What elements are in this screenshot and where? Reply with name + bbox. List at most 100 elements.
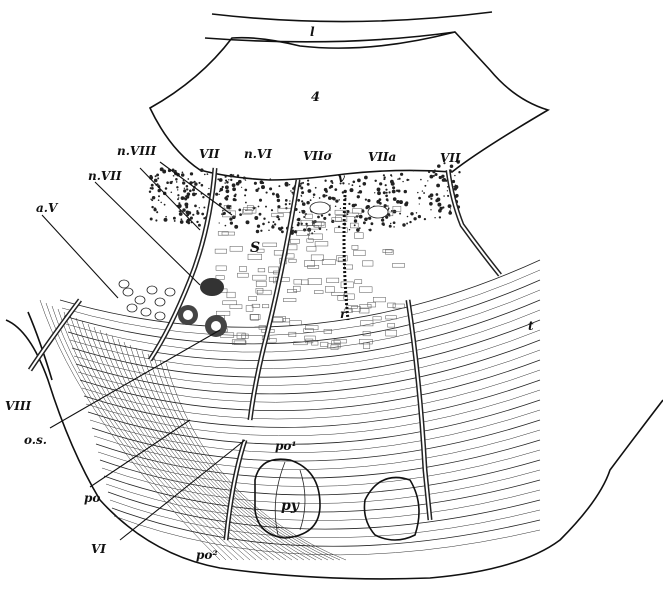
reticular-cell bbox=[308, 279, 322, 285]
reticular-cell bbox=[355, 280, 362, 284]
root-cell bbox=[119, 280, 129, 288]
reticular-cell bbox=[351, 306, 360, 311]
label-vii-alpha: VIIσ bbox=[303, 149, 333, 163]
reticular-cell bbox=[314, 291, 323, 294]
reticular-cell bbox=[388, 303, 396, 307]
reticular-cell bbox=[355, 233, 364, 239]
reticular-cell bbox=[315, 242, 328, 246]
reticular-cell bbox=[290, 321, 302, 326]
reticular-cell bbox=[386, 330, 397, 336]
root-cell bbox=[165, 288, 175, 296]
reticular-cell bbox=[257, 290, 271, 295]
label-vii-a: VIIa bbox=[368, 150, 396, 164]
reticular-cell bbox=[307, 247, 316, 252]
label-v: v bbox=[338, 171, 346, 185]
transverse-fibre bbox=[114, 516, 540, 555]
transverse-fibre bbox=[68, 300, 540, 360]
label-n-vi: n.VI bbox=[244, 147, 272, 161]
section-outline bbox=[6, 312, 663, 579]
transverse-fibre bbox=[62, 270, 540, 336]
grey-matter-dots bbox=[149, 160, 461, 235]
descending-v-root-cells bbox=[119, 280, 175, 320]
label-s: S bbox=[250, 240, 260, 256]
reticular-cell bbox=[287, 289, 296, 292]
label-n-vii: n.VII bbox=[88, 169, 122, 183]
reticular-cell bbox=[305, 326, 318, 330]
reticular-cell bbox=[273, 316, 285, 321]
reticular-cell bbox=[368, 302, 376, 307]
reticular-cell bbox=[354, 250, 366, 256]
reticular-cell bbox=[249, 296, 257, 300]
reticular-cell bbox=[373, 297, 385, 302]
reticular-cell bbox=[392, 264, 404, 268]
reticular-cell bbox=[301, 280, 308, 285]
reticular-cell bbox=[262, 305, 269, 308]
label-ventricle-4: 4 bbox=[311, 90, 320, 105]
reticular-cell bbox=[227, 292, 235, 298]
reticular-cell bbox=[253, 275, 267, 280]
label-vii-left: VII bbox=[199, 147, 220, 161]
root-cell bbox=[155, 298, 165, 306]
reticular-cell bbox=[359, 309, 369, 313]
reticular-cell bbox=[305, 336, 316, 340]
root-cell bbox=[155, 312, 165, 320]
root-cell bbox=[141, 308, 151, 316]
reticular-cell bbox=[290, 239, 299, 243]
label-l: l bbox=[310, 25, 315, 39]
reticular-cell bbox=[297, 231, 310, 236]
reticular-cell bbox=[239, 267, 246, 272]
reticular-cell bbox=[242, 334, 248, 339]
reticular-cell bbox=[215, 249, 227, 253]
reticular-cell bbox=[305, 261, 315, 267]
transverse-fibre bbox=[94, 430, 540, 470]
lateral-fibre bbox=[82, 321, 262, 560]
reticular-cell bbox=[364, 343, 370, 349]
reticular-cell bbox=[278, 208, 292, 212]
reticular-cell bbox=[325, 287, 334, 293]
reticular-cell bbox=[360, 304, 371, 308]
reticular-cell bbox=[388, 324, 395, 328]
label-a-v: a.V bbox=[36, 201, 59, 215]
reticular-cell bbox=[341, 282, 353, 288]
transverse-fibre bbox=[110, 500, 540, 538]
root-cell bbox=[147, 286, 157, 294]
label-py: py bbox=[281, 498, 300, 514]
transverse-fibre bbox=[64, 280, 540, 344]
label-viii: VIII bbox=[5, 399, 32, 413]
reticular-cell bbox=[359, 287, 372, 293]
root-cell bbox=[135, 296, 145, 304]
reticular-cell bbox=[362, 261, 373, 266]
reticular-cell bbox=[223, 301, 237, 305]
reticular-cell bbox=[386, 316, 397, 319]
reticular-cell bbox=[258, 268, 265, 272]
label-vii-right: VII bbox=[440, 151, 461, 165]
reticular-cell bbox=[252, 304, 260, 307]
label-vi: VI bbox=[91, 542, 106, 556]
reticular-cell bbox=[289, 259, 296, 262]
reticular-cell bbox=[311, 255, 323, 261]
reticular-cell bbox=[230, 305, 242, 309]
reticular-cell bbox=[304, 329, 314, 333]
reticular-cell bbox=[327, 278, 339, 283]
transverse-fibre bbox=[102, 468, 540, 504]
transverse-fibre bbox=[106, 484, 540, 521]
label-o-s: o.s. bbox=[24, 433, 47, 447]
reticular-cell bbox=[216, 311, 230, 315]
reticular-cell bbox=[308, 265, 319, 268]
label-po2: po² bbox=[196, 548, 218, 562]
reticular-cell bbox=[321, 342, 328, 346]
transverse-fibre bbox=[70, 310, 540, 369]
reticular-cell bbox=[256, 281, 266, 286]
label-po1: po¹ bbox=[275, 439, 297, 453]
root-cell bbox=[123, 288, 133, 296]
reticular-cell bbox=[332, 341, 341, 345]
transverse-fibre bbox=[88, 400, 540, 444]
reticular-cell bbox=[353, 209, 362, 214]
reticular-cell bbox=[216, 266, 226, 270]
root-cell bbox=[127, 304, 137, 312]
reticular-cell bbox=[361, 321, 373, 326]
transverse-fibre bbox=[78, 350, 540, 402]
reticular-cell bbox=[263, 243, 277, 247]
reticular-cell bbox=[216, 276, 224, 280]
